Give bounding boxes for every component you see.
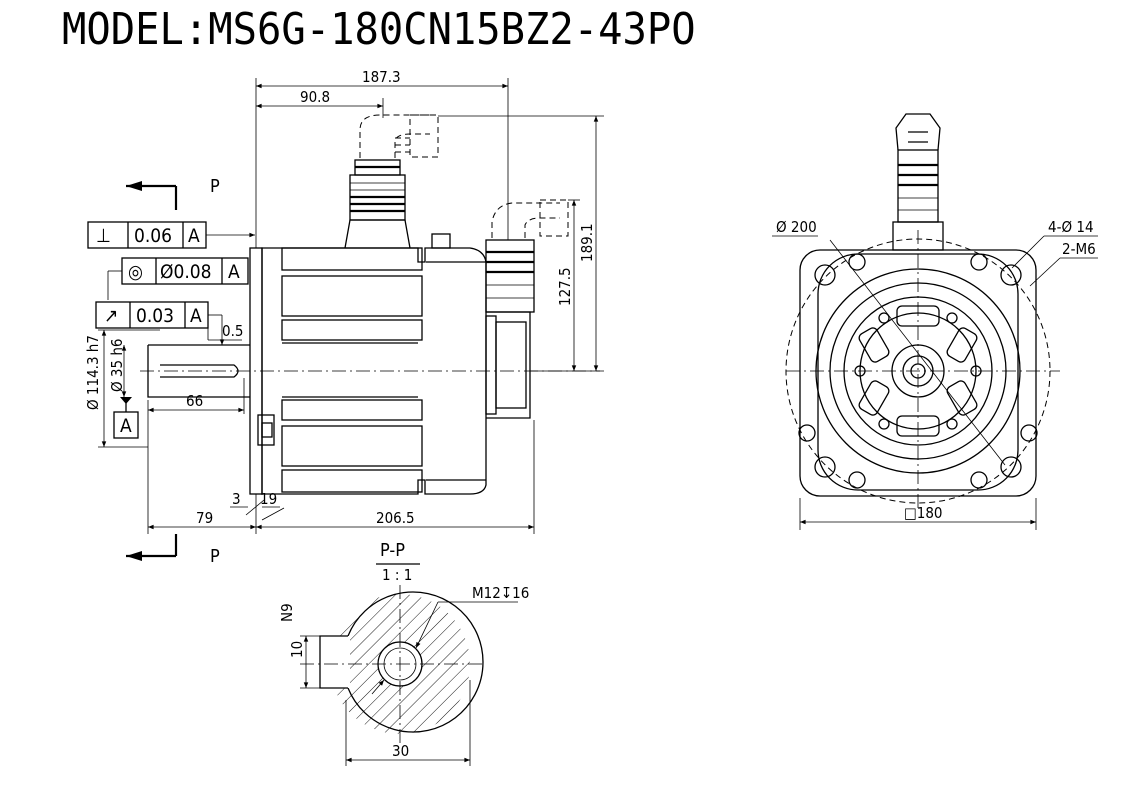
section-label-top: P bbox=[210, 176, 220, 197]
dim-holes: 4-Ø 14 bbox=[1048, 218, 1094, 236]
dim-pilot: 19 bbox=[260, 490, 277, 508]
datum-a-label: A bbox=[120, 415, 132, 437]
dim-body-length: 206.5 bbox=[376, 509, 415, 527]
dim-shaft-dia: Ø 35 h6 bbox=[108, 339, 126, 393]
dim-connector-offset: 90.8 bbox=[300, 88, 330, 106]
side-view bbox=[140, 114, 600, 495]
section-name: P-P bbox=[380, 540, 405, 561]
page-title: MODEL:MS6G-180CN15BZ2-43PO bbox=[62, 4, 696, 55]
dim-key-tol: N9 bbox=[278, 603, 296, 622]
dim-runout: 0.5 bbox=[222, 322, 243, 340]
dim-flange-thickness: 3 bbox=[232, 490, 241, 508]
tolerance-frames: ⊥ 0.06 A ◎ Ø0.08 A ↗ 0.03 A A P P bbox=[87, 176, 255, 567]
tol-2-symbol: ◎ bbox=[128, 261, 143, 283]
tol-3-symbol: ↗ bbox=[104, 305, 118, 327]
dim-flange-dia: Ø 114.3 h7 bbox=[84, 335, 102, 410]
dim-square: □180 bbox=[904, 504, 943, 522]
tol-1-symbol: ⊥ bbox=[96, 225, 111, 247]
dim-key-width: 10 bbox=[288, 641, 306, 658]
dim-shaft-length: 66 bbox=[186, 392, 203, 410]
dim-height-axis: 127.5 bbox=[556, 267, 574, 306]
dim-shaft-section: 30 bbox=[392, 742, 409, 760]
tol-3-datum: A bbox=[190, 305, 202, 327]
front-dimensions: Ø 200 4-Ø 14 2-M6 □180 bbox=[772, 218, 1098, 530]
tol-3-value: 0.03 bbox=[136, 305, 174, 327]
tol-1-datum: A bbox=[188, 225, 200, 247]
tol-2-datum: A bbox=[228, 261, 240, 283]
dim-pcd: Ø 200 bbox=[776, 218, 817, 236]
dim-threads: 2-M6 bbox=[1062, 240, 1096, 258]
dim-overall-length: 187.3 bbox=[362, 68, 401, 86]
front-view bbox=[785, 113, 1060, 512]
dim-height-total: 189.1 bbox=[578, 223, 596, 262]
section-label-bottom: P bbox=[210, 546, 220, 567]
dim-tap: M12↧16 bbox=[472, 584, 529, 602]
section-view: P-P 1 : 1 M12↧16 10 N9 30 bbox=[278, 540, 529, 766]
tol-2-value: Ø0.08 bbox=[160, 261, 212, 283]
side-dimensions: 187.3 90.8 189.1 127.5 Ø 114.3 h7 Ø 35 h… bbox=[84, 68, 604, 534]
section-scale: 1 : 1 bbox=[382, 566, 412, 584]
dim-shaft-extension: 79 bbox=[196, 509, 213, 527]
tol-1-value: 0.06 bbox=[134, 225, 172, 247]
